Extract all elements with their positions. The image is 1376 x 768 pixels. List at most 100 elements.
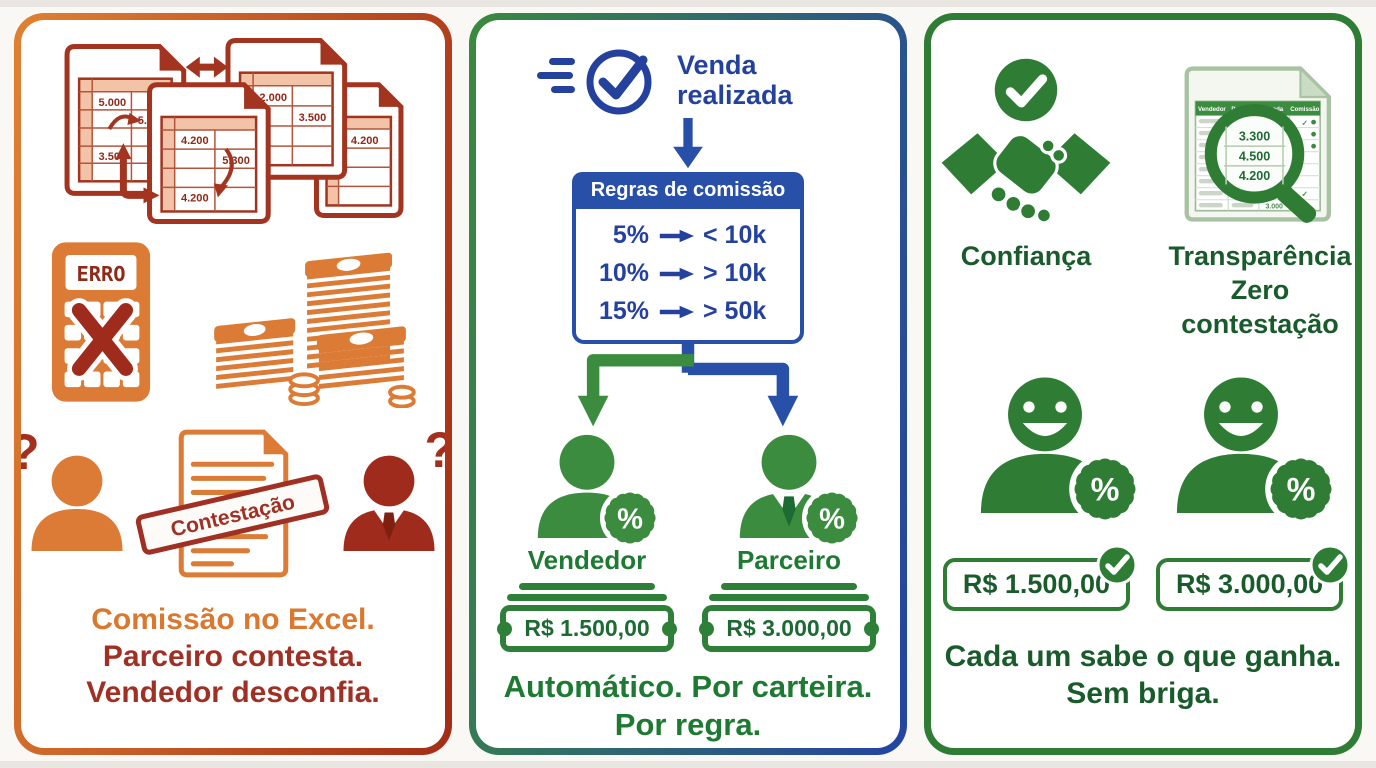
sale-event-row: Venda realizada	[535, 42, 811, 118]
amount-pill-1: R$ 1.500,00	[942, 544, 1138, 612]
arrow-right-icon	[659, 267, 694, 280]
happy-person-2: %	[1166, 375, 1337, 526]
percent-glyph: %	[1287, 472, 1316, 508]
arrow-right-icon	[659, 229, 694, 242]
sheet-b-value-1: 3.500	[299, 112, 327, 124]
vendedor-banknote: R$ 1.500,00	[500, 583, 674, 652]
vendedor-label: Vendedor	[527, 545, 647, 575]
benefits-caption: Cada um sabe o que ganha. Sem briga.	[945, 639, 1342, 712]
swap-arrow-icon	[115, 143, 160, 204]
sync-arrow-icon	[185, 56, 228, 78]
error-x-icon	[67, 298, 138, 381]
person-red-suit-icon	[343, 455, 435, 551]
rule-condition: > 50k	[703, 297, 767, 325]
sheet-value: 3.000	[1265, 204, 1283, 211]
sheet-b-value-0: 2.000	[259, 92, 287, 104]
note-stack-bar	[507, 594, 667, 601]
lens-value: 3.300	[1239, 130, 1270, 144]
confianca-column: Confiança	[931, 48, 1121, 274]
problem-caption: Comissão no Excel. Parceiro contesta. Ve…	[86, 602, 379, 712]
money-stacks-icon	[214, 252, 416, 408]
sale-event-label: Venda realizada	[677, 49, 793, 110]
audited-sheet-icon: Vendedor Parceiro Venda Comissão	[1184, 65, 1332, 223]
percent-glyph: %	[617, 504, 643, 536]
percent-glyph: %	[819, 504, 845, 536]
rules-box-body: 5% < 10k 10% > 10k 15%	[572, 209, 804, 344]
amounts-row: R$ 1.500,00 R$ 3.000,00	[942, 544, 1351, 612]
check-glyph: ✓	[1302, 189, 1308, 198]
rule-row: 10% > 10k	[582, 259, 794, 288]
person-orange-icon	[31, 455, 123, 551]
error-calculator-icon: ERRO	[51, 242, 151, 402]
transparencia-label: Transparência Zero contestação	[1165, 240, 1355, 341]
sale-check-icon	[537, 49, 652, 115]
parceiro-column: % Parceiro R$ 3.000,00	[696, 432, 882, 652]
amount-value: R$ 1.500,00	[962, 569, 1110, 600]
rule-percent: 5%	[612, 221, 649, 249]
percent-badge-icon: %	[1265, 453, 1337, 526]
percent-badge-icon: %	[801, 487, 863, 549]
lens-value: 4.500	[1239, 149, 1270, 163]
solution-panel: Venda realizada Regras de comissão 5% < …	[476, 20, 900, 748]
caption-line: Vendedor desconfia.	[86, 676, 380, 710]
parceiro-amount: R$ 3.000,00	[708, 611, 870, 646]
vendedor-amount: R$ 1.500,00	[506, 611, 668, 646]
seller-person: ?	[335, 425, 445, 556]
commission-rules-box: Regras de comissão 5% < 10k 10% > 10k	[572, 172, 804, 344]
parceiro-label: Parceiro	[736, 545, 842, 575]
percent-badge-icon: %	[1069, 453, 1141, 526]
percent-glyph: %	[1091, 472, 1120, 508]
rule-row: 5% < 10k	[582, 221, 794, 250]
rule-percent: 15%	[598, 297, 649, 325]
rule-percent: 10%	[598, 259, 649, 287]
caption-line: Transparência	[1168, 241, 1352, 271]
error-money-row: ERRO	[50, 240, 416, 408]
sheet-header: Comissão	[1290, 106, 1319, 113]
caption-line: Por regra.	[614, 706, 762, 742]
vendedor-column: % Vendedor R$ 1.500,00	[494, 432, 680, 652]
problem-panel-border: 4.200 2.000 3.500	[14, 13, 452, 755]
note-stack-bar	[519, 583, 655, 590]
check-glyph: ✓	[1302, 118, 1308, 127]
sheet-header: Vendedor	[1198, 106, 1226, 113]
question-mark-icon: ?	[21, 427, 40, 477]
sheet-a-value-0: 5.000	[98, 97, 126, 109]
contestacao-stamp: Contestação	[135, 474, 330, 555]
lens-value: 4.200	[1239, 169, 1270, 183]
dispute-row: ? Contestação ?	[21, 425, 445, 582]
note-stack-bar	[721, 583, 857, 590]
benefits-panel: Confiança Vendedor Parceiro Venda Comiss…	[931, 20, 1355, 748]
confianca-label: Confiança	[960, 241, 1092, 271]
contested-document-icon: Contestação	[135, 429, 330, 578]
check-circle-icon	[994, 58, 1058, 122]
check-badge-icon	[1096, 544, 1138, 586]
magnifier-icon: 3.300 4.500 4.200	[1204, 104, 1317, 223]
sheet-d-value-2: 4.200	[181, 192, 209, 204]
handshake-icon	[941, 132, 1111, 225]
parceiro-person: %	[731, 432, 863, 549]
rule-condition: > 10k	[703, 259, 767, 287]
buyer-person: ?	[21, 427, 131, 556]
happy-persons-row: % %	[970, 375, 1337, 526]
calculator-display: ERRO	[76, 262, 125, 286]
sheet-d-value-1: 5.300	[222, 155, 250, 167]
messy-spreadsheets-icon: 4.200 2.000 3.500	[64, 37, 404, 224]
arrow-down-icon	[673, 118, 703, 169]
note-stack-bar	[709, 594, 869, 601]
benefit-icons-row: Confiança Vendedor Parceiro Venda Comiss…	[931, 48, 1355, 341]
caption-line: Sem briga.	[1066, 676, 1220, 710]
caption-line: Parceiro contesta.	[102, 639, 364, 673]
check-badge-icon	[1309, 544, 1351, 586]
caption-line: Zero contestação	[1181, 274, 1339, 339]
question-mark-icon: ?	[424, 425, 445, 475]
rule-condition: < 10k	[703, 221, 767, 249]
percent-badge-icon: %	[599, 487, 661, 549]
amount-pill-2: R$ 3.000,00	[1156, 544, 1351, 612]
happy-person-1: %	[970, 375, 1141, 526]
split-connector-icon	[577, 344, 799, 427]
amount-value: R$ 3.000,00	[1176, 569, 1324, 600]
caption-line: Comissão no Excel.	[91, 603, 375, 636]
rule-row: 15% > 50k	[582, 297, 794, 326]
solution-panel-border: Venda realizada Regras de comissão 5% < …	[469, 13, 907, 755]
problem-panel: 4.200 2.000 3.500	[21, 20, 445, 748]
